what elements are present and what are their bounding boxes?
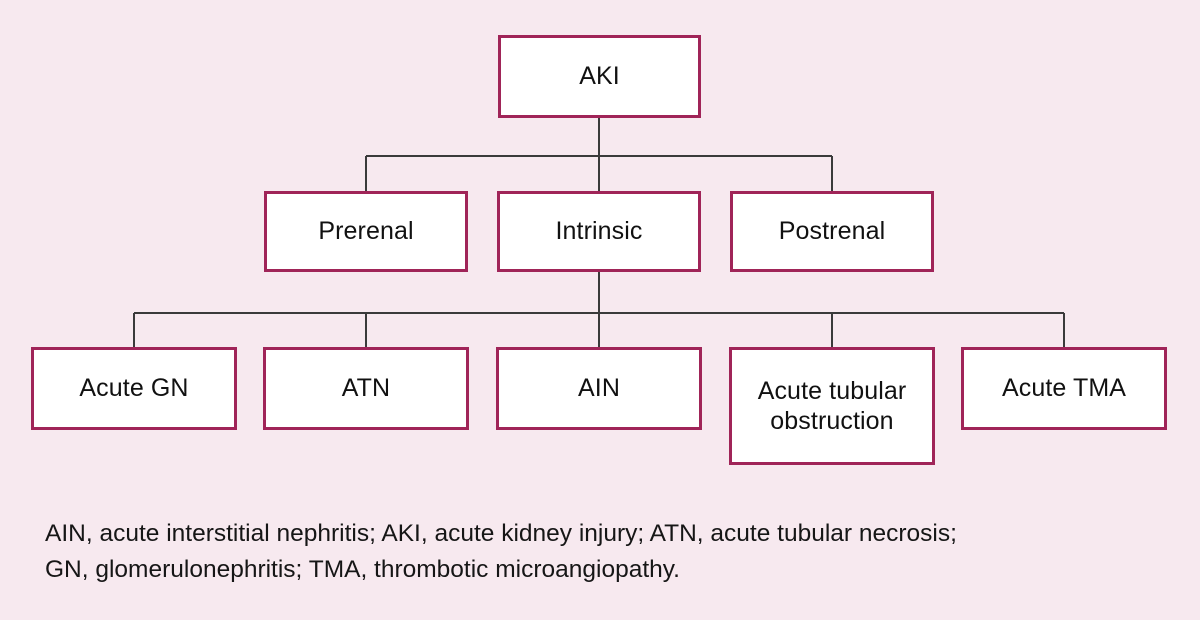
node-acute-tubular-obstruction-label: Acute tubular obstruction [757,376,907,436]
abbreviations-caption: AIN, acute interstitial nephritis; AKI, … [45,516,1155,588]
node-aki-label: AKI [579,62,620,91]
node-acute-tma-label: Acute TMA [1001,374,1127,403]
node-prerenal[interactable]: Prerenal [264,191,468,272]
node-atn[interactable]: ATN [263,347,469,430]
node-acute-gn-label: Acute GN [79,374,189,403]
node-acute-tubular-obstruction[interactable]: Acute tubular obstruction [729,347,935,465]
node-postrenal[interactable]: Postrenal [730,191,934,272]
node-postrenal-label: Postrenal [778,217,886,246]
node-prerenal-label: Prerenal [318,217,414,246]
node-acute-gn[interactable]: Acute GN [31,347,237,430]
node-atn-label: ATN [341,374,391,403]
node-ain[interactable]: AIN [496,347,702,430]
node-intrinsic[interactable]: Intrinsic [497,191,701,272]
node-intrinsic-label: Intrinsic [555,217,643,246]
node-ain-label: AIN [578,374,620,403]
node-aki[interactable]: AKI [498,35,701,118]
caption-line-2: GN, glomerulonephritis; TMA, thrombotic … [45,556,680,583]
node-acute-tma[interactable]: Acute TMA [961,347,1167,430]
caption-line-1: AIN, acute interstitial nephritis; AKI, … [45,520,957,547]
